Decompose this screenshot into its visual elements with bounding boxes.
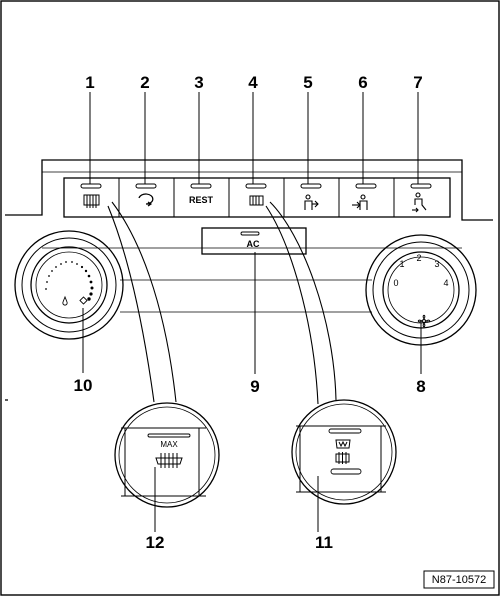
temperature-dots-icon: [45, 261, 94, 301]
callout-2: 2: [140, 73, 149, 92]
fan-level-1: 1: [399, 259, 404, 269]
callout-4: 4: [248, 73, 258, 92]
rear-window-heater-icon: [335, 452, 350, 464]
fan-level-3: 3: [434, 259, 439, 269]
callout-5: 5: [303, 73, 312, 92]
callout-10: 10: [74, 376, 93, 395]
callout-11: 11: [315, 533, 333, 552]
detail-12: MAX: [114, 402, 220, 508]
callout-7: 7: [413, 73, 422, 92]
callout-8: 8: [416, 377, 425, 396]
button-strip: [63, 177, 451, 218]
detail-11: [291, 399, 397, 505]
windshield-heater-icon: [155, 453, 183, 468]
callout-1: 1: [85, 73, 94, 92]
callout-6: 6: [358, 73, 367, 92]
button-air-face[interactable]: [304, 194, 319, 210]
callout-12: 12: [146, 533, 165, 552]
callout-3: 3: [194, 73, 203, 92]
cold-drop-icon: [62, 295, 68, 306]
leader-lines: [82, 92, 422, 532]
button-recirculation[interactable]: [138, 193, 154, 207]
button-air-feet[interactable]: [412, 192, 427, 213]
rest-label: REST: [189, 195, 214, 205]
fan-level-2: 2: [416, 253, 421, 263]
panel-outline: [5, 159, 493, 401]
recirculation-icon: [138, 193, 154, 207]
callout-9: 9: [250, 377, 259, 396]
ac-label: AC: [247, 239, 260, 249]
air-to-body-icon: [352, 194, 368, 210]
reference-label: N87-10572: [432, 574, 486, 586]
magnifier-connectors: [107, 201, 337, 405]
rear-window-heater-icon: [83, 194, 100, 208]
button-rest[interactable]: REST: [189, 195, 214, 205]
max-label: MAX: [160, 440, 178, 449]
callouts: 1 2 3 4 5 6 7 8 9 10 11 12: [74, 73, 426, 552]
button-ac[interactable]: AC: [201, 227, 307, 255]
button-rear-heater[interactable]: [83, 194, 100, 208]
button-rear-heater-2[interactable]: [249, 195, 264, 206]
air-to-feet-icon: [412, 192, 427, 213]
fan-level-0: 0: [393, 278, 398, 288]
fan-level-4: 4: [443, 278, 448, 288]
reference-box: N87-10572: [423, 570, 495, 589]
windshield-defrost-icon: [335, 439, 351, 449]
air-to-face-icon: [304, 194, 319, 210]
rear-window-heater-icon: [249, 195, 264, 206]
fan-icon: [417, 314, 431, 328]
button-air-body[interactable]: [352, 194, 368, 210]
warm-icon: [79, 296, 88, 305]
temperature-dial[interactable]: [14, 230, 124, 340]
